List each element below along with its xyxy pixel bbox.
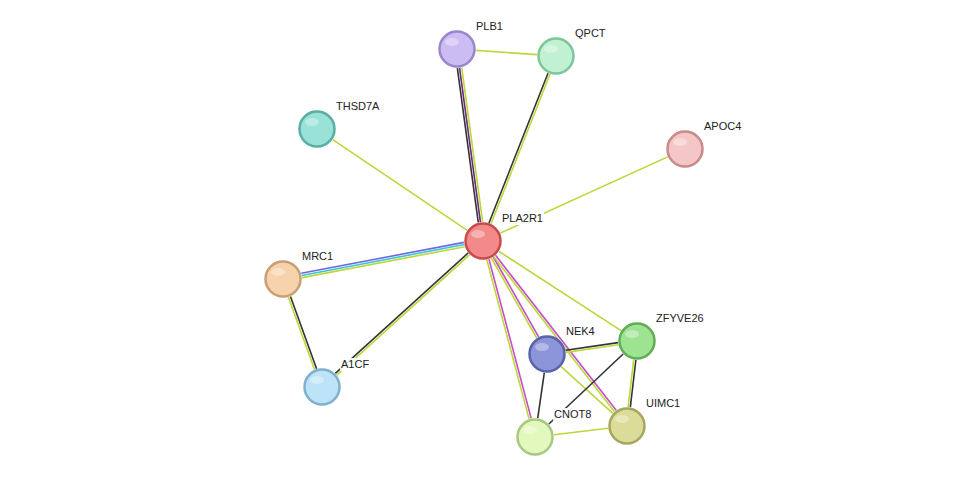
- evidence-strand: [628, 360, 634, 407]
- evidence-strand: [561, 367, 613, 414]
- interaction-edge: [494, 255, 616, 411]
- node-label: PLA2R1: [501, 212, 544, 225]
- node-disc: [668, 132, 703, 167]
- node-label: NEK4: [565, 325, 596, 338]
- evidence-strand: [476, 50, 537, 54]
- evidence-strand: [554, 428, 608, 434]
- evidence-strand: [491, 258, 536, 338]
- node-disc: [539, 39, 574, 74]
- node-label: QPCT: [574, 27, 607, 40]
- node-disc: [440, 32, 475, 67]
- evidence-strand: [491, 74, 550, 224]
- node-highlight: [523, 426, 537, 434]
- interaction-edge: [566, 343, 619, 353]
- node-circle: [303, 368, 341, 406]
- interaction-edge: [335, 253, 469, 375]
- node-label: MRC1: [301, 250, 334, 263]
- node-highlight: [471, 230, 485, 238]
- node-highlight: [615, 415, 629, 423]
- node-label: THSD7A: [335, 100, 380, 113]
- evidence-strand: [487, 260, 529, 419]
- interaction-edge: [333, 140, 468, 231]
- node-disc: [610, 409, 645, 444]
- interaction-edge: [499, 251, 621, 330]
- interaction-edge: [457, 68, 482, 223]
- evidence-strand: [290, 296, 316, 368]
- protein-node: THSD7A: [298, 110, 336, 148]
- protein-node: APOC4: [666, 130, 704, 168]
- node-circle: [516, 418, 554, 456]
- node-label: ZFYVE26: [655, 312, 705, 325]
- evidence-strand: [500, 157, 667, 233]
- node-highlight: [271, 268, 285, 276]
- evidence-strand: [493, 257, 538, 337]
- interaction-edge: [554, 428, 608, 434]
- node-highlight: [445, 38, 459, 46]
- evidence-strand: [302, 245, 465, 276]
- interaction-edge: [301, 242, 464, 277]
- node-label: PLB1: [475, 20, 504, 33]
- interaction-edge: [476, 50, 537, 54]
- node-circle: [438, 30, 476, 68]
- protein-node: MRC1: [264, 260, 302, 298]
- node-disc: [518, 420, 553, 455]
- evidence-strand: [494, 257, 615, 412]
- evidence-strand: [288, 297, 314, 369]
- interaction-edge: [500, 157, 667, 233]
- evidence-strand: [462, 68, 483, 222]
- node-circle: [264, 260, 302, 298]
- interaction-edge: [538, 373, 545, 418]
- node-circle: [528, 335, 566, 373]
- node-circle: [618, 322, 656, 360]
- protein-node: PLB1: [438, 30, 476, 68]
- node-circle: [666, 130, 704, 168]
- evidence-strand: [489, 73, 548, 223]
- evidence-strand: [333, 140, 468, 231]
- evidence-strand: [301, 242, 464, 273]
- node-circle: [608, 407, 646, 445]
- protein-node: QPCT: [537, 37, 575, 75]
- evidence-strand: [335, 253, 468, 373]
- interaction-edge: [487, 259, 531, 419]
- interaction-edge: [561, 367, 613, 414]
- protein-node: CNOT8: [516, 418, 554, 456]
- node-circle: [464, 222, 502, 260]
- protein-node: UIMC1: [608, 407, 646, 445]
- node-circle: [298, 110, 336, 148]
- node-highlight: [535, 343, 549, 351]
- protein-node: PLA2R1: [464, 222, 502, 260]
- evidence-strand: [499, 251, 621, 330]
- interaction-edge: [628, 360, 636, 408]
- node-disc: [466, 224, 501, 259]
- evidence-strand: [566, 345, 618, 353]
- protein-node: A1CF: [303, 368, 341, 406]
- node-disc: [266, 262, 301, 297]
- node-disc: [620, 324, 655, 359]
- node-disc: [300, 112, 335, 147]
- evidence-strand: [460, 68, 481, 222]
- node-highlight: [305, 118, 319, 126]
- protein-node: NEK4: [528, 335, 566, 373]
- node-highlight: [673, 138, 687, 146]
- evidence-strand: [457, 68, 478, 222]
- protein-node: ZFYVE26: [618, 322, 656, 360]
- evidence-strand: [489, 259, 531, 418]
- node-label: A1CF: [340, 358, 370, 371]
- evidence-strand: [496, 255, 617, 410]
- node-highlight: [544, 45, 558, 53]
- node-label: CNOT8: [553, 408, 592, 421]
- node-label: UIMC1: [645, 397, 681, 410]
- node-disc: [530, 337, 565, 372]
- interaction-edge: [288, 296, 316, 369]
- evidence-strand: [538, 373, 545, 418]
- node-label: APOC4: [703, 120, 742, 133]
- interaction-edge: [489, 73, 550, 223]
- evidence-strand: [337, 255, 470, 375]
- node-highlight: [625, 330, 639, 338]
- node-highlight: [310, 376, 324, 384]
- node-circle: [537, 37, 575, 75]
- node-disc: [305, 370, 340, 405]
